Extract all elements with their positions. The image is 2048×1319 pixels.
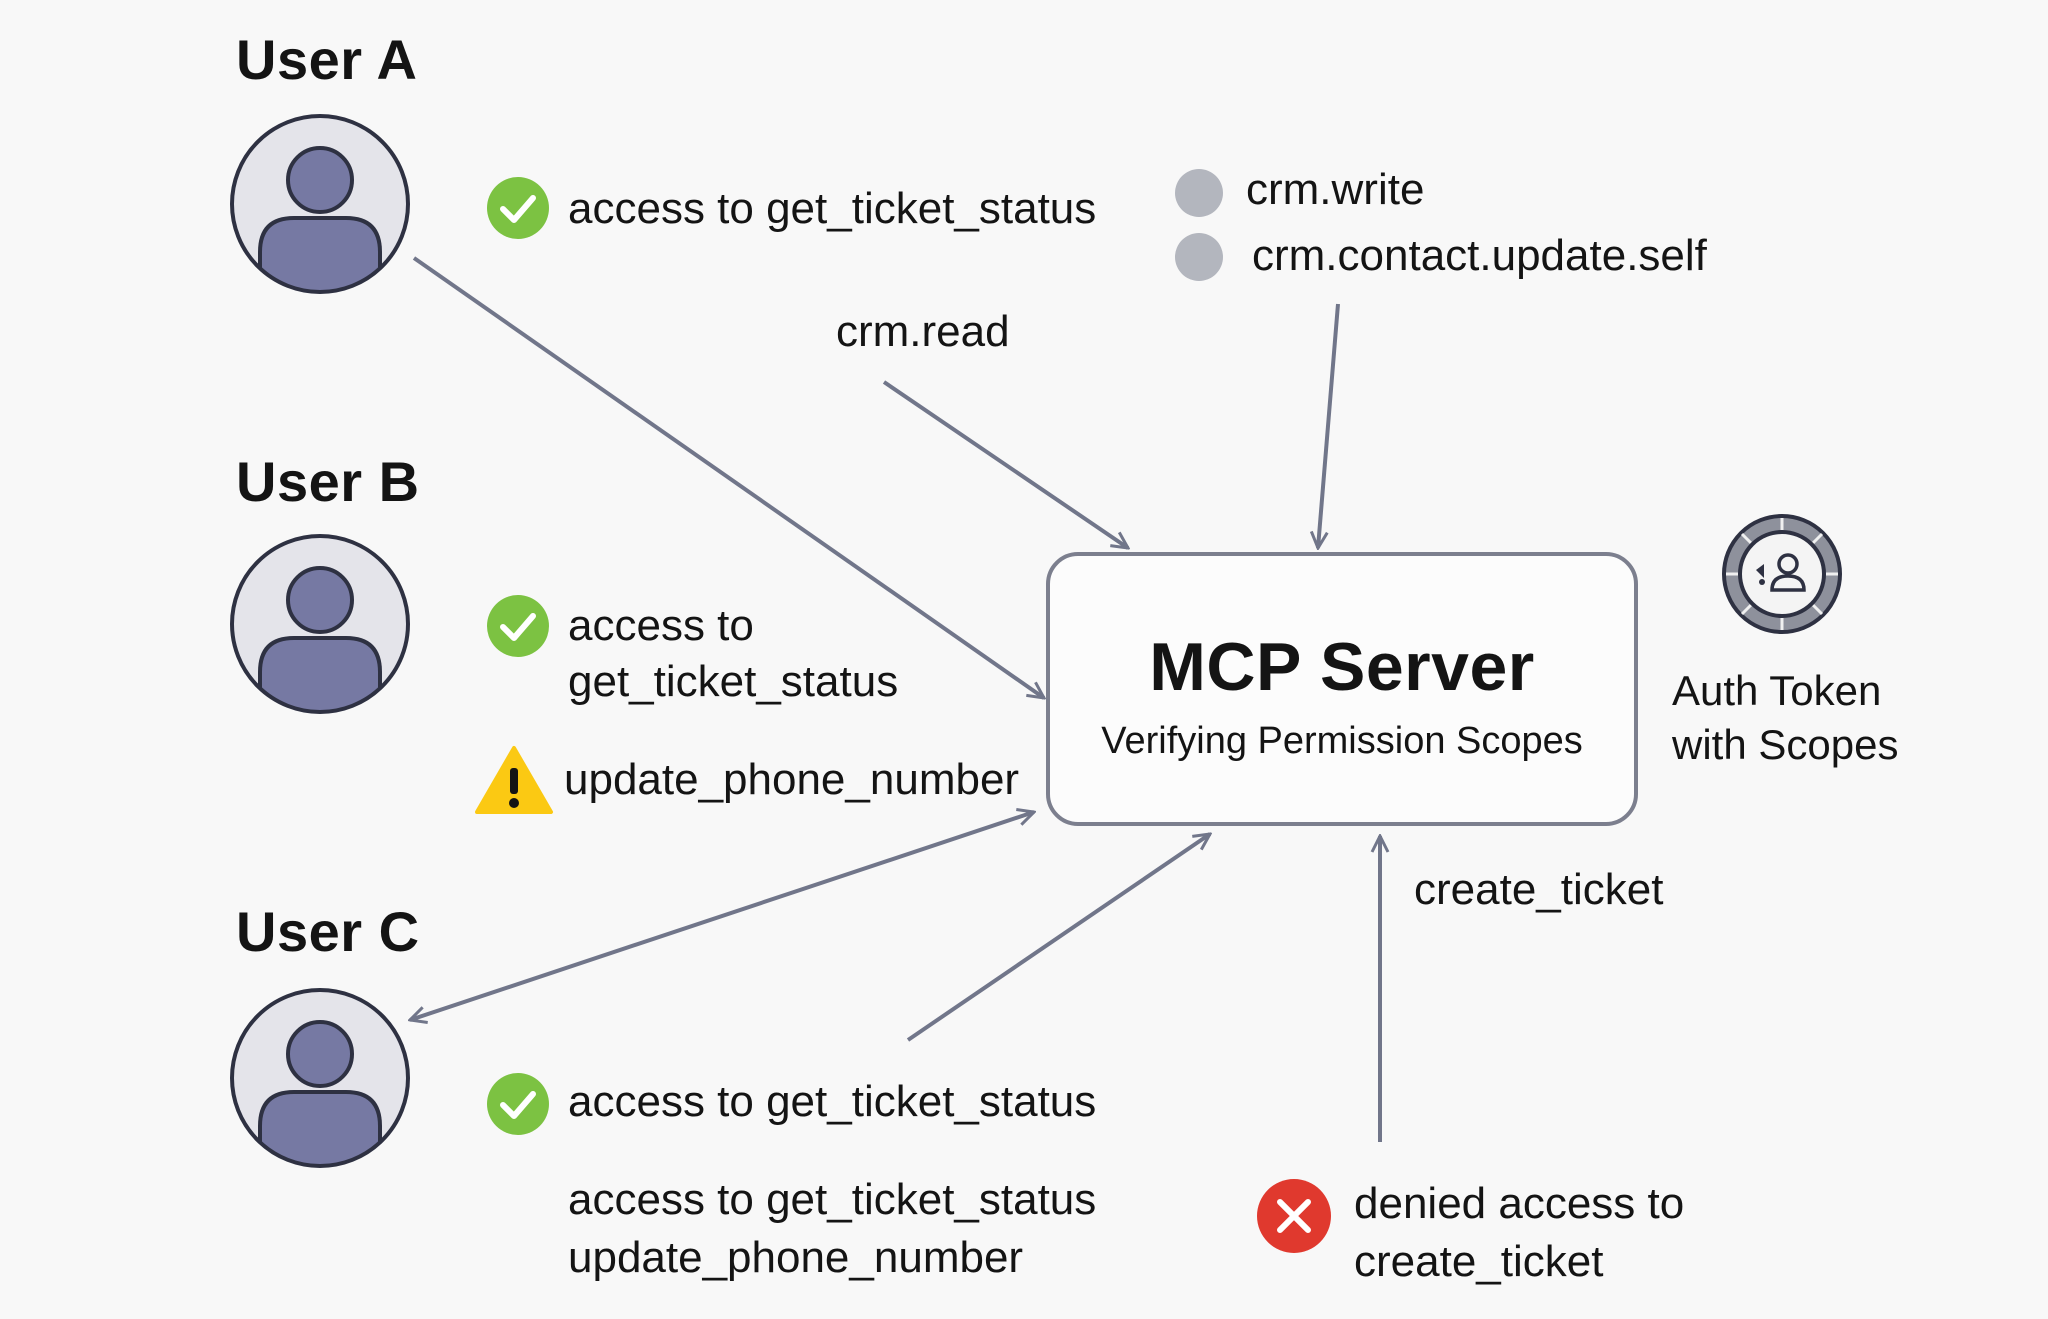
- create-ticket-label: create_ticket: [1414, 865, 1664, 914]
- user-c-name: User C: [236, 900, 420, 963]
- scope-dot-icon: [1175, 169, 1223, 217]
- arrow-server-user-c-bidirectional: [410, 812, 1034, 1020]
- check-circle-icon: [487, 177, 549, 239]
- check-circle-icon: [487, 595, 549, 657]
- user-b-name: User B: [236, 450, 420, 513]
- user-b-access-label-line1: access to: [568, 601, 754, 650]
- crm-read-label: crm.read: [836, 307, 1010, 356]
- arrow-crm-read-to-server: [882, 380, 1128, 548]
- user-c-permissions-line1: access to get_ticket_status: [568, 1175, 1097, 1224]
- user-token-icon: [1722, 514, 1842, 634]
- user-c-permissions-line2: update_phone_number: [568, 1233, 1024, 1282]
- user-c-access-label: access to get_ticket_status: [568, 1077, 1097, 1126]
- denied-label-line2: create_ticket: [1354, 1237, 1604, 1286]
- user-a-name: User A: [236, 28, 418, 91]
- scope-crm-contact-update-self-label: crm.contact.update.self: [1252, 231, 1707, 280]
- user-avatar-icon: [230, 988, 410, 1168]
- user-b-warning-label: update_phone_number: [564, 755, 1020, 804]
- arrow-scopes-to-server: [1318, 303, 1340, 548]
- scope-dot-icon: [1175, 233, 1223, 281]
- warning-triangle-icon: [475, 746, 553, 814]
- scope-crm-write-label: crm.write: [1246, 165, 1425, 214]
- error-x-icon: [1257, 1179, 1331, 1253]
- arrow-user-c-access-to-server: [906, 834, 1210, 1042]
- mcp-server-box: MCP Server Verifying Permission Scopes: [1046, 552, 1638, 826]
- user-avatar-icon: [230, 114, 410, 294]
- arrow-user-a-to-server: [412, 256, 1044, 698]
- token-label-line1: Auth Token: [1672, 667, 1882, 714]
- user-b-access-label-line2: get_ticket_status: [568, 657, 899, 706]
- token-label-line2: with Scopes: [1672, 721, 1899, 768]
- server-subtitle: Verifying Permission Scopes: [1101, 720, 1583, 762]
- server-title: MCP Server: [1149, 629, 1535, 705]
- user-avatar-icon: [230, 534, 410, 714]
- denied-label-line1: denied access to: [1354, 1179, 1685, 1228]
- check-circle-icon: [487, 1073, 549, 1135]
- user-a-access-label: access to get_ticket_status: [568, 184, 1097, 233]
